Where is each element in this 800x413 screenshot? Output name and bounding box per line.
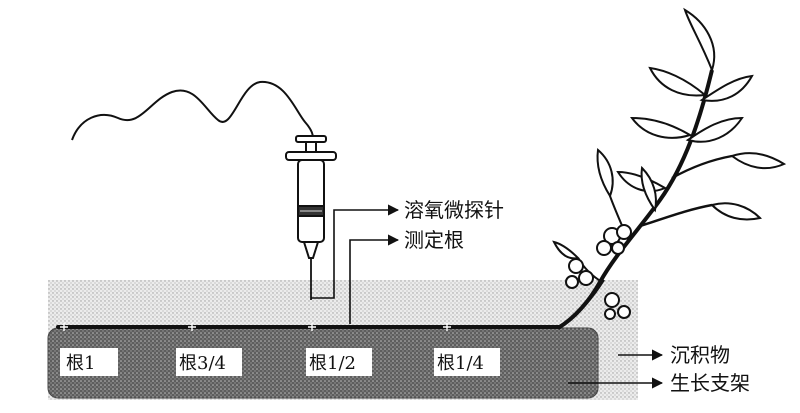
root-label-box-4 [434, 348, 500, 376]
root-label-1-4: 根1/4 [437, 353, 484, 374]
oxygen-microprobe-icon [285, 135, 337, 300]
root-point-markers [60, 323, 451, 331]
root-label-3-4: 根3/4 [179, 353, 226, 374]
support-label: 生长支架 [670, 371, 750, 395]
root-point-1-4 [443, 323, 451, 331]
root-point-1 [60, 323, 68, 331]
root-label-box-3 [306, 348, 372, 376]
probe-cable [71, 80, 314, 141]
root-label-box-2 [176, 348, 242, 376]
plant-icon [552, 7, 787, 330]
root-label-1-2: 根1/2 [309, 353, 356, 374]
probe-callout-line [311, 204, 400, 299]
root-point-3-4 [188, 323, 196, 331]
sediment-label: 沉积物 [670, 343, 730, 367]
root-label: 测定根 [404, 228, 464, 252]
root-point-1-2 [308, 323, 316, 331]
probe-label: 溶氧微探针 [404, 198, 504, 222]
root-callout-line [349, 234, 400, 324]
root-label-1: 根1 [66, 353, 95, 374]
root-label-box-1 [60, 348, 118, 376]
